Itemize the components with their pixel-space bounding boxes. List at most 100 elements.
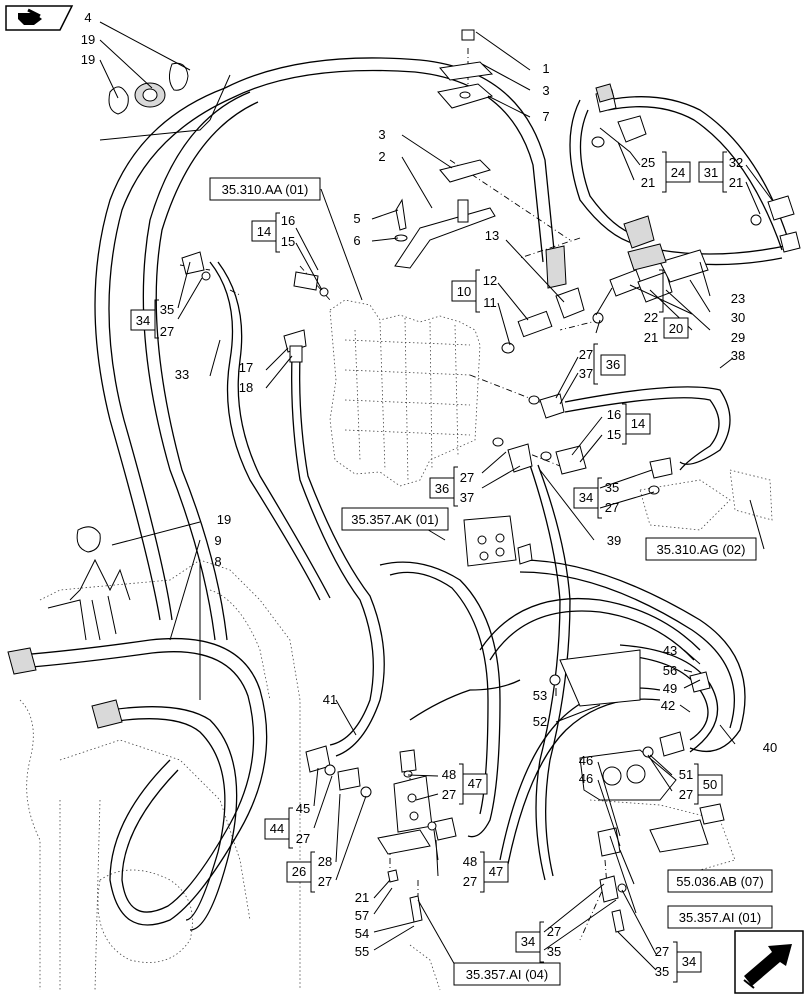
reference-boxes: 35.310.AA (01) 35.357.AK (01) 35.310.AG … (209, 177, 773, 986)
callout-label: 27 (296, 831, 310, 846)
callout-label: 27 (579, 347, 593, 362)
callout-label: 17 (239, 360, 253, 375)
callout-label: 29 (731, 330, 745, 345)
hoses (19, 57, 791, 931)
callout-label: 21 (641, 175, 655, 190)
callout-label: 42 (661, 698, 675, 713)
callout-label: 53 (533, 688, 547, 703)
tractor-outline (19, 299, 773, 991)
callout-label: 26 (292, 864, 306, 879)
callout-boxes (130, 151, 727, 983)
nav-next-arrow-icon[interactable] (734, 930, 804, 994)
parts (7, 29, 801, 933)
callout-label: 46 (579, 753, 593, 768)
callout-label: 38 (731, 348, 745, 363)
callout-label: 7 (542, 109, 549, 124)
callout-label: 15 (607, 427, 621, 442)
leader-lines (179, 48, 609, 941)
ref-label: 35.357.AK (01) (351, 512, 438, 527)
callout-label: 27 (318, 874, 332, 889)
callout-label: 52 (533, 714, 547, 729)
callout-label: 45 (296, 801, 310, 816)
callout-label: 10 (457, 284, 471, 299)
callout-label: 12 (483, 273, 497, 288)
callout-label: 9 (214, 533, 221, 548)
callout-label: 34 (521, 934, 535, 949)
callout-label: 34 (682, 954, 696, 969)
callout-label: 15 (281, 234, 295, 249)
callout-label: 27 (679, 787, 693, 802)
callout-label: 30 (731, 310, 745, 325)
callout-numbers: 4 1 3 19 7 19 25 21 24 32 21 31 3 2 5 6 … (81, 10, 777, 979)
callout-label: 55 (355, 944, 369, 959)
ref-label: 35.357.AI (01) (679, 910, 761, 925)
callout-label: 27 (655, 944, 669, 959)
callout-label: 21 (729, 175, 743, 190)
callout-label: 33 (175, 367, 189, 382)
callout-label: 23 (731, 291, 745, 306)
callout-label: 14 (257, 224, 271, 239)
callout-label: 36 (435, 481, 449, 496)
callout-label: 54 (355, 926, 369, 941)
callout-label: 20 (669, 321, 683, 336)
callout-label: 50 (703, 777, 717, 792)
callout-label: 40 (763, 740, 777, 755)
ref-label: 35.310.AG (02) (657, 542, 746, 557)
callout-label: 22 (644, 310, 658, 325)
callout-label: 47 (489, 864, 503, 879)
callout-label: 27 (547, 924, 561, 939)
callout-label: 27 (160, 324, 174, 339)
callout-label: 34 (136, 313, 150, 328)
callout-label: 51 (679, 767, 693, 782)
callout-label: 2 (378, 149, 385, 164)
ref-label: 35.310.AA (01) (222, 182, 309, 197)
callout-leaders (99, 21, 773, 975)
callout-label: 18 (239, 380, 253, 395)
callout-label: 27 (463, 874, 477, 889)
callout-label: 47 (468, 776, 482, 791)
callout-label: 4 (84, 10, 91, 25)
callout-label: 19 (217, 512, 231, 527)
callout-label: 13 (485, 228, 499, 243)
callout-label: 11 (483, 295, 497, 310)
callout-label: 6 (353, 233, 360, 248)
callout-label: 56 (663, 663, 677, 678)
callout-label: 46 (579, 771, 593, 786)
callout-label: 35 (605, 480, 619, 495)
callout-label: 37 (460, 490, 474, 505)
callout-label: 27 (605, 500, 619, 515)
callout-label: 36 (606, 357, 620, 372)
callout-label: 48 (463, 854, 477, 869)
callout-label: 35 (547, 944, 561, 959)
callout-label: 35 (655, 964, 669, 979)
callout-label: 44 (270, 821, 284, 836)
callout-label: 35 (160, 302, 174, 317)
callout-label: 3 (378, 127, 385, 142)
callout-label: 41 (323, 692, 337, 707)
callout-label: 28 (318, 854, 332, 869)
callout-label: 48 (442, 767, 456, 782)
callout-label: 21 (355, 890, 369, 905)
callout-label: 16 (607, 407, 621, 422)
ref-label: 55.036.AB (07) (676, 874, 763, 889)
callout-label: 19 (81, 52, 95, 67)
callout-label: 16 (281, 213, 295, 228)
nav-bookmark-icon[interactable] (4, 4, 74, 32)
callout-label: 14 (631, 416, 645, 431)
callout-label: 37 (579, 366, 593, 381)
callout-label: 43 (663, 643, 677, 658)
callout-label: 31 (704, 165, 718, 180)
callout-label: 8 (214, 554, 221, 569)
callout-label: 49 (663, 681, 677, 696)
callout-label: 32 (729, 155, 743, 170)
callout-label: 27 (460, 470, 474, 485)
callout-label: 39 (607, 533, 621, 548)
callout-label: 24 (671, 165, 685, 180)
callout-label: 57 (355, 908, 369, 923)
callout-label: 5 (353, 211, 360, 226)
callout-label: 27 (442, 787, 456, 802)
ref-label: 35.357.AI (04) (466, 967, 548, 982)
callout-label: 34 (579, 490, 593, 505)
callout-label: 21 (644, 330, 658, 345)
